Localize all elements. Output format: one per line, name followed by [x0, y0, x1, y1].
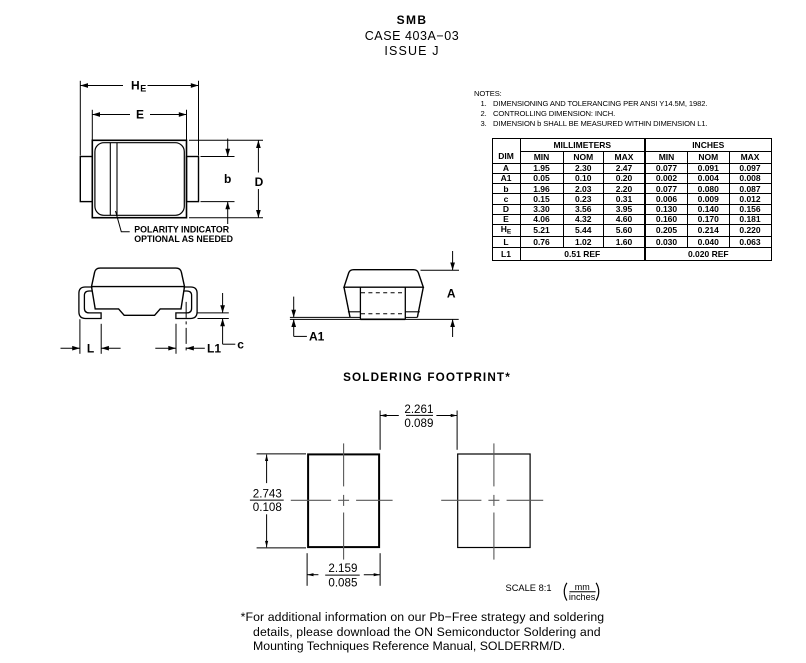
svg-text:L1: L1	[207, 342, 221, 356]
svg-text:c: c	[237, 338, 244, 352]
svg-text:OPTIONAL AS NEEDED: OPTIONAL AS NEEDED	[134, 234, 233, 244]
svg-text:E: E	[140, 84, 146, 94]
svg-text:inches: inches	[569, 592, 596, 602]
svg-text:2.261: 2.261	[404, 403, 433, 416]
svg-text:H: H	[131, 79, 140, 93]
svg-text:D: D	[255, 175, 264, 189]
svg-text:E: E	[136, 108, 144, 122]
svg-text:0.089: 0.089	[404, 417, 433, 430]
svg-text:b: b	[224, 172, 231, 186]
svg-text:A: A	[447, 287, 456, 301]
svg-text:2.743: 2.743	[253, 487, 282, 500]
svg-text:L: L	[87, 342, 94, 356]
svg-text:POLARITY INDICATOR: POLARITY INDICATOR	[134, 225, 229, 235]
svg-text:0.085: 0.085	[328, 576, 357, 589]
svg-text:2.159: 2.159	[328, 562, 357, 575]
svg-text:mm: mm	[575, 582, 590, 592]
svg-text:A1: A1	[309, 330, 325, 344]
svg-text:0.108: 0.108	[253, 501, 282, 514]
svg-text:SCALE 8:1: SCALE 8:1	[506, 583, 552, 593]
